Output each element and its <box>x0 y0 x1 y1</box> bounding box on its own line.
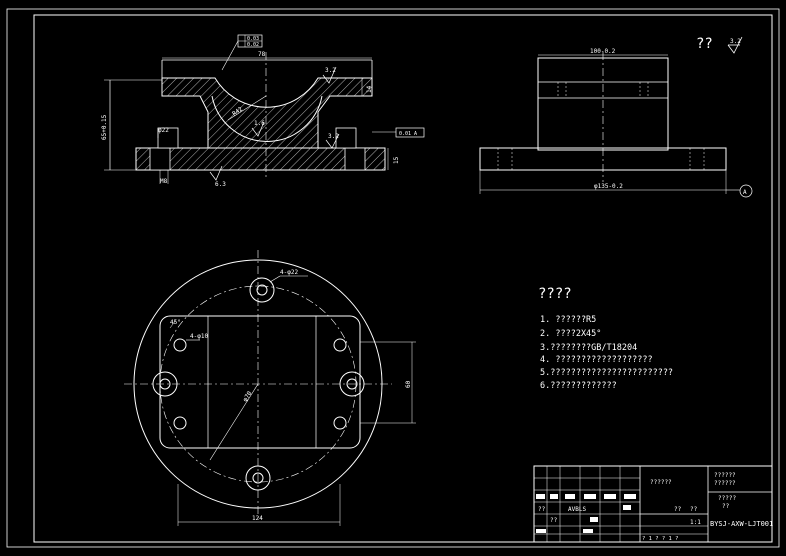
title-block: ?? AVBLS ?? ?????? ?????? ?????? ????? ?… <box>533 465 773 543</box>
plan-holes-small: 4-φ10 <box>190 333 208 340</box>
small-hole <box>333 416 347 430</box>
large-hole-top <box>249 277 275 303</box>
front-roughness-mid: 1.6 <box>254 120 265 127</box>
plan-holes-large: 4-φ22 <box>280 269 298 276</box>
note-item: 3.????????GB/T18204 <box>540 343 637 353</box>
roughness-label: ?? <box>696 36 713 52</box>
tb-school-2: ?????? <box>714 480 736 487</box>
plan-right-dim: 60 <box>405 380 412 388</box>
technical-notes: ???? 1. ??????R5 2. ????2X45° 3.????????… <box>538 286 673 391</box>
large-hole-right <box>339 371 365 397</box>
side-view: 100-0.2 φ135-0.2 A <box>479 48 753 198</box>
tb-part-name: ?????? <box>650 479 672 486</box>
front-section-view: 65+0.15 78 R42 0.03 0.02 3.2 1.6 3.2 6.3… <box>101 34 425 188</box>
front-left-boss: φ22 <box>158 127 169 134</box>
tb-sheet: ? 1 ? ? 1 ? <box>642 536 678 542</box>
inner-border <box>33 14 773 543</box>
tb-label-c: ?? <box>550 517 558 524</box>
large-hole-bottom <box>245 465 271 491</box>
tb-material-1: ????? <box>718 495 736 502</box>
side-bottom-dim: φ135-0.2 <box>594 183 623 190</box>
outer-border <box>6 8 780 548</box>
general-roughness: ?? 3.2 <box>696 36 743 54</box>
note-item: 5.???????????????????????? <box>540 368 673 378</box>
notes-heading: ???? <box>538 286 572 302</box>
large-hole-left <box>152 371 178 397</box>
tb-label-e: ?? <box>690 506 698 513</box>
tb-drawing-no: BYSJ-AXW-LJT001 <box>710 520 773 528</box>
tb-label-b: AVBLS <box>568 506 586 513</box>
front-roughness-right: 3.2 <box>328 133 339 140</box>
tb-material-2: ?? <box>722 503 730 510</box>
front-height-dim: 65+0.15 <box>101 114 108 140</box>
small-hole <box>173 338 187 352</box>
tb-label-a: ?? <box>538 506 546 513</box>
front-thickness-base: 15 <box>393 156 400 164</box>
plan-angle: 45° <box>170 319 181 326</box>
front-top-width: 78 <box>258 51 266 58</box>
front-roughness-bottom: 6.3 <box>215 181 226 188</box>
tb-scale: 1:1 <box>690 519 701 526</box>
tolerance-1: 0.03 <box>247 36 259 42</box>
front-roughness-top: 3.2 <box>325 67 336 74</box>
side-datum-circle: A <box>743 189 747 196</box>
front-bolt: M8 <box>160 178 168 185</box>
note-item: 6.????????????? <box>540 381 617 391</box>
tolerance-2: 0.02 <box>247 42 259 48</box>
front-thickness-top: 14 <box>366 85 373 93</box>
tb-label-d: ?? <box>674 506 682 513</box>
small-hole <box>173 416 187 430</box>
side-top-dim: 100-0.2 <box>590 48 616 55</box>
plan-diameter: φ70 <box>242 390 254 403</box>
plan-view: 4-φ22 4-φ10 45° φ70 60 124 <box>124 250 416 526</box>
note-item: 4. ??????????????????? <box>540 355 653 365</box>
front-datum-box: 0.01 A <box>399 131 417 137</box>
small-hole <box>333 338 347 352</box>
plan-bottom-dim: 124 <box>252 515 263 522</box>
note-item: 1. ??????R5 <box>540 315 596 325</box>
note-item: 2. ????2X45° <box>540 329 601 339</box>
tb-school-1: ?????? <box>714 472 736 479</box>
roughness-value: 3.2 <box>730 38 741 45</box>
